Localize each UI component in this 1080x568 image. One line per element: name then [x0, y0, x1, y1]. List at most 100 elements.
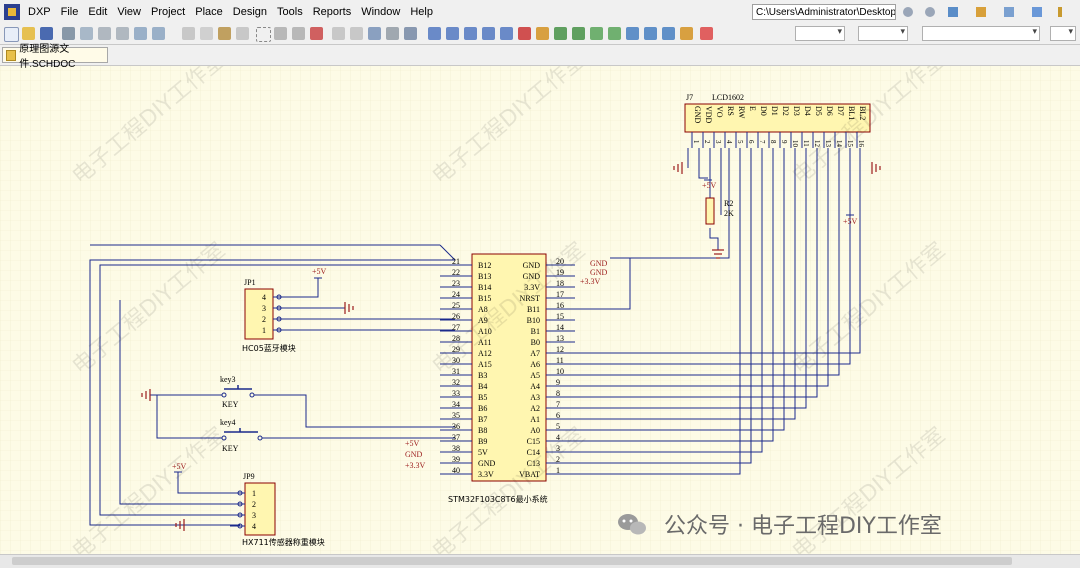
browse-icon[interactable]	[404, 27, 417, 40]
mcu-body[interactable]	[471, 253, 547, 482]
bus-entry-icon[interactable]	[464, 27, 477, 40]
key4-switch[interactable]	[221, 428, 263, 441]
mcu-pin-number: 11	[556, 356, 564, 365]
harness-icon[interactable]	[662, 27, 675, 40]
mcu-pin-number: 6	[556, 411, 560, 420]
power-port-icon[interactable]	[518, 27, 531, 40]
ground-symbol-jp9	[175, 519, 185, 531]
mcu-pin-number: 5	[556, 422, 560, 431]
open-icon[interactable]	[22, 27, 35, 40]
cross-probe-icon[interactable]	[386, 27, 399, 40]
new-icon[interactable]	[4, 27, 19, 42]
lcd-pin-label: D5	[814, 106, 823, 116]
mcu-pin-number: 3	[556, 444, 560, 453]
wire	[177, 472, 240, 494]
clear-filter-icon[interactable]	[310, 27, 323, 40]
arrow-icon[interactable]	[1032, 7, 1042, 17]
path-field[interactable]: C:\Users\Administrator\Desktop	[752, 4, 896, 20]
r2-value: 2K	[724, 209, 734, 218]
select-area-icon[interactable]	[256, 27, 271, 42]
forward-icon[interactable]	[925, 7, 935, 17]
pin-icon[interactable]	[1058, 7, 1062, 17]
jp1-pin-dot	[276, 316, 282, 322]
project-icon[interactable]	[976, 7, 986, 17]
lcd-pin-label: D6	[825, 106, 834, 116]
filter-combo-4[interactable]	[1050, 26, 1076, 41]
label-5v-jp1: +5V	[312, 267, 327, 276]
horizontal-scrollbar[interactable]	[0, 554, 1080, 568]
save-icon[interactable]	[40, 27, 53, 40]
port-icon[interactable]	[626, 27, 639, 40]
jp1-body[interactable]	[244, 288, 274, 340]
mcu-pin-number: 18	[556, 279, 564, 288]
jp9-body[interactable]	[244, 482, 276, 536]
mcu-pin-label: VBAT	[519, 470, 540, 479]
menu-reports[interactable]: Reports	[312, 6, 352, 18]
filter-combo-1[interactable]	[795, 26, 845, 41]
mcu-pin-label: B3	[478, 371, 487, 380]
net-label-icon[interactable]	[482, 27, 495, 40]
copy-icon[interactable]	[200, 27, 213, 40]
mcu-pin-number: 24	[452, 290, 460, 299]
mcu-pin-label: A1	[530, 415, 540, 424]
back-icon[interactable]	[903, 7, 913, 17]
part-icon[interactable]	[554, 27, 567, 40]
sheet-symbol-icon[interactable]	[572, 27, 585, 40]
mcu-pin-number: 22	[452, 268, 460, 277]
sheet-entry-icon[interactable]	[590, 27, 603, 40]
bus-icon[interactable]	[446, 27, 459, 40]
wire	[557, 148, 829, 387]
menu-help[interactable]: Help	[410, 6, 433, 18]
rubber-stamp-icon[interactable]	[236, 27, 249, 40]
no-erc-icon[interactable]	[700, 27, 713, 40]
wire-icon[interactable]	[428, 27, 441, 40]
tab-schematic[interactable]: 原理图源文件.SCHDOC	[2, 44, 108, 70]
zoom-area-icon[interactable]	[116, 27, 129, 40]
menu-project[interactable]: Project	[150, 6, 186, 18]
r2-body[interactable]	[705, 197, 715, 225]
compile-mask-icon[interactable]	[680, 27, 693, 40]
lcd1602-body[interactable]	[684, 103, 871, 133]
menu-bar: DXP File Edit View Project Place Design …	[0, 0, 1080, 25]
wire	[557, 148, 752, 464]
filter-combo-3[interactable]	[922, 26, 1040, 41]
mcu-pin-label: B4	[478, 382, 487, 391]
zoom-select-icon[interactable]	[134, 27, 147, 40]
menu-file[interactable]: File	[60, 6, 79, 18]
menu-tools[interactable]: Tools	[277, 6, 303, 18]
schematic-canvas[interactable]: GND1VDD2VO3RS4RW5E6D07D18D29D310D411D512…	[0, 66, 1080, 554]
vcc-icon[interactable]	[536, 27, 549, 40]
mcu-pin-label: NRST	[520, 294, 541, 303]
hierarchy-icon[interactable]	[368, 27, 381, 40]
redo-icon[interactable]	[350, 27, 363, 40]
paste-icon[interactable]	[218, 27, 231, 40]
key3-name: KEY	[222, 400, 239, 409]
undo-icon[interactable]	[332, 27, 345, 40]
jp1-pin-number: 2	[262, 315, 266, 324]
menu-place[interactable]: Place	[195, 6, 223, 18]
move-icon[interactable]	[274, 27, 287, 40]
device-sheet-icon[interactable]	[608, 27, 621, 40]
zoom-menu-icon[interactable]	[152, 27, 165, 40]
menu-design[interactable]: Design	[232, 6, 268, 18]
home-icon[interactable]	[948, 7, 958, 17]
menu-dxp[interactable]: DXP	[28, 6, 51, 18]
deselect-icon[interactable]	[292, 27, 305, 40]
jp9-pin-number: 1	[252, 489, 256, 498]
menu-view[interactable]: View	[117, 6, 141, 18]
scroll-thumb[interactable]	[12, 557, 1012, 565]
directive-icon[interactable]	[644, 27, 657, 40]
menu-window[interactable]: Window	[361, 6, 401, 18]
print-icon[interactable]	[62, 27, 75, 40]
dxp-logo-icon[interactable]	[4, 4, 20, 20]
preview-icon[interactable]	[80, 27, 93, 40]
menu-edit[interactable]: Edit	[88, 6, 108, 18]
cut-icon[interactable]	[182, 27, 195, 40]
zoom-fit-icon[interactable]	[98, 27, 111, 40]
filter-combo-2[interactable]	[858, 26, 908, 41]
ground-port-icon[interactable]	[500, 27, 513, 40]
panel-icon[interactable]	[1004, 7, 1014, 17]
mcu-pin-label: B9	[478, 437, 487, 446]
mcu-pin-number: 17	[556, 290, 564, 299]
key3-switch[interactable]	[221, 385, 255, 398]
